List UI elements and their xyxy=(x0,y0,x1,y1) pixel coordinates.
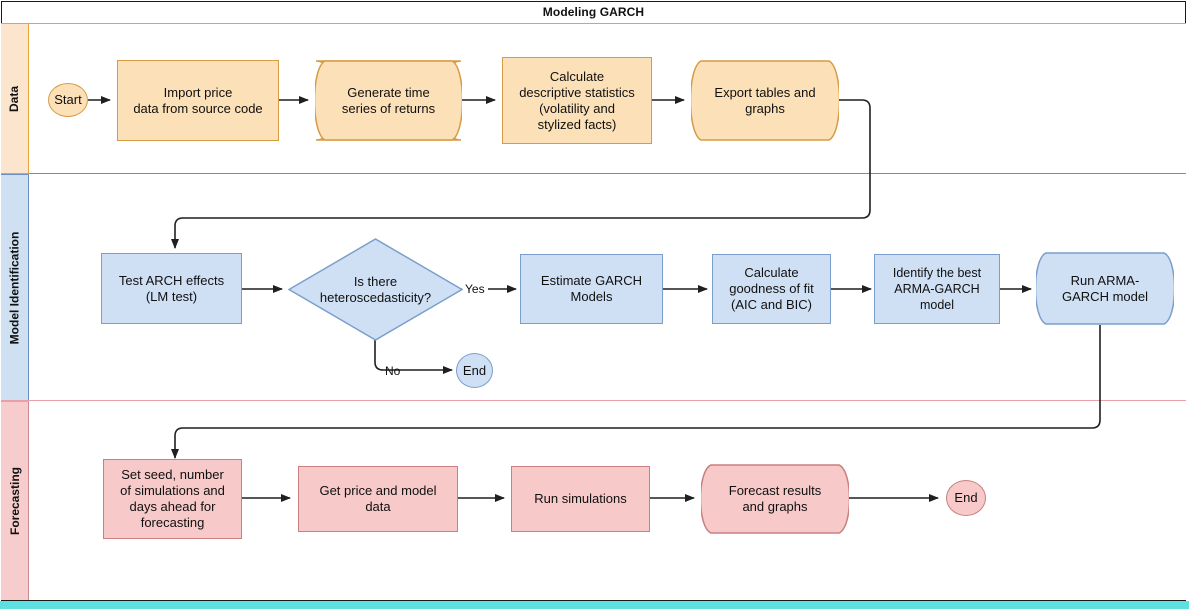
lane-label-model-identification: Model Identification xyxy=(1,174,29,400)
node-import-price[interactable]: Import price data from source code xyxy=(117,60,279,141)
node-generate-series[interactable]: Generate time series of returns xyxy=(315,60,462,141)
node-calculate-descriptive-statistics[interactable]: Calculate descriptive statistics (volati… xyxy=(502,57,652,144)
node-import-price-label: Import price data from source code xyxy=(133,84,263,116)
node-test-arch-effects-label: Test ARCH effects (LM test) xyxy=(118,272,225,304)
lane-label-model-identification-text: Model Identification xyxy=(7,231,22,344)
node-is-heteroscedasticity-label: Is there heteroscedasticity? xyxy=(319,273,432,305)
node-run-simulations-label: Run simulations xyxy=(534,491,627,506)
node-export-tables-label: Export tables and graphs xyxy=(714,84,816,116)
node-estimate-garch-models[interactable]: Estimate GARCH Models xyxy=(520,254,663,324)
node-set-seed[interactable]: Set seed, number of simulations and days… xyxy=(103,459,242,539)
node-identify-best-model[interactable]: Identify the best ARMA-GARCH model xyxy=(874,254,1000,324)
node-generate-series-label: Generate time series of returns xyxy=(341,84,436,116)
node-forecast-results[interactable]: Forecast results and graphs xyxy=(701,464,849,534)
node-forecast-results-label: Forecast results and graphs xyxy=(728,483,822,514)
lane-label-forecasting-text: Forecasting xyxy=(7,466,22,536)
lane-label-data-text: Data xyxy=(7,85,22,112)
node-test-arch-effects[interactable]: Test ARCH effects (LM test) xyxy=(101,253,242,324)
lane-label-data: Data xyxy=(1,24,29,173)
node-end-forecast[interactable]: End xyxy=(946,480,986,516)
lane-label-forecasting: Forecasting xyxy=(1,401,29,600)
node-run-simulations[interactable]: Run simulations xyxy=(511,466,650,532)
node-set-seed-label: Set seed, number of simulations and days… xyxy=(120,467,225,530)
pool-title: Modeling GARCH xyxy=(542,5,645,19)
node-identify-best-model-label: Identify the best ARMA-GARCH model xyxy=(892,266,982,312)
node-calculate-goodness-of-fit[interactable]: Calculate goodness of fit (AIC and BIC) xyxy=(712,254,831,324)
node-end-forecast-label: End xyxy=(954,490,978,505)
selection-strip xyxy=(0,601,1189,609)
node-get-price-and-model-data[interactable]: Get price and model data xyxy=(298,466,458,532)
node-end-model[interactable]: End xyxy=(456,353,493,388)
node-get-price-and-model-data-label: Get price and model data xyxy=(319,483,437,514)
node-start-data[interactable]: Start xyxy=(48,83,88,117)
edge-label-yes: Yes xyxy=(465,282,485,296)
node-calculate-descriptive-statistics-label: Calculate descriptive statistics (volati… xyxy=(519,68,635,132)
node-export-tables[interactable]: Export tables and graphs xyxy=(691,60,839,141)
node-run-arma-garch-label: Run ARMA- GARCH model xyxy=(1062,272,1148,304)
edge-label-no: No xyxy=(385,364,401,378)
node-estimate-garch-models-label: Estimate GARCH Models xyxy=(540,273,643,304)
node-run-arma-garch[interactable]: Run ARMA- GARCH model xyxy=(1036,252,1174,325)
node-calculate-goodness-of-fit-label: Calculate goodness of fit (AIC and BIC) xyxy=(729,265,814,312)
node-end-model-label: End xyxy=(462,362,487,378)
node-is-heteroscedasticity[interactable]: Is there heteroscedasticity? xyxy=(288,238,463,341)
node-start-data-label: Start xyxy=(54,92,82,107)
